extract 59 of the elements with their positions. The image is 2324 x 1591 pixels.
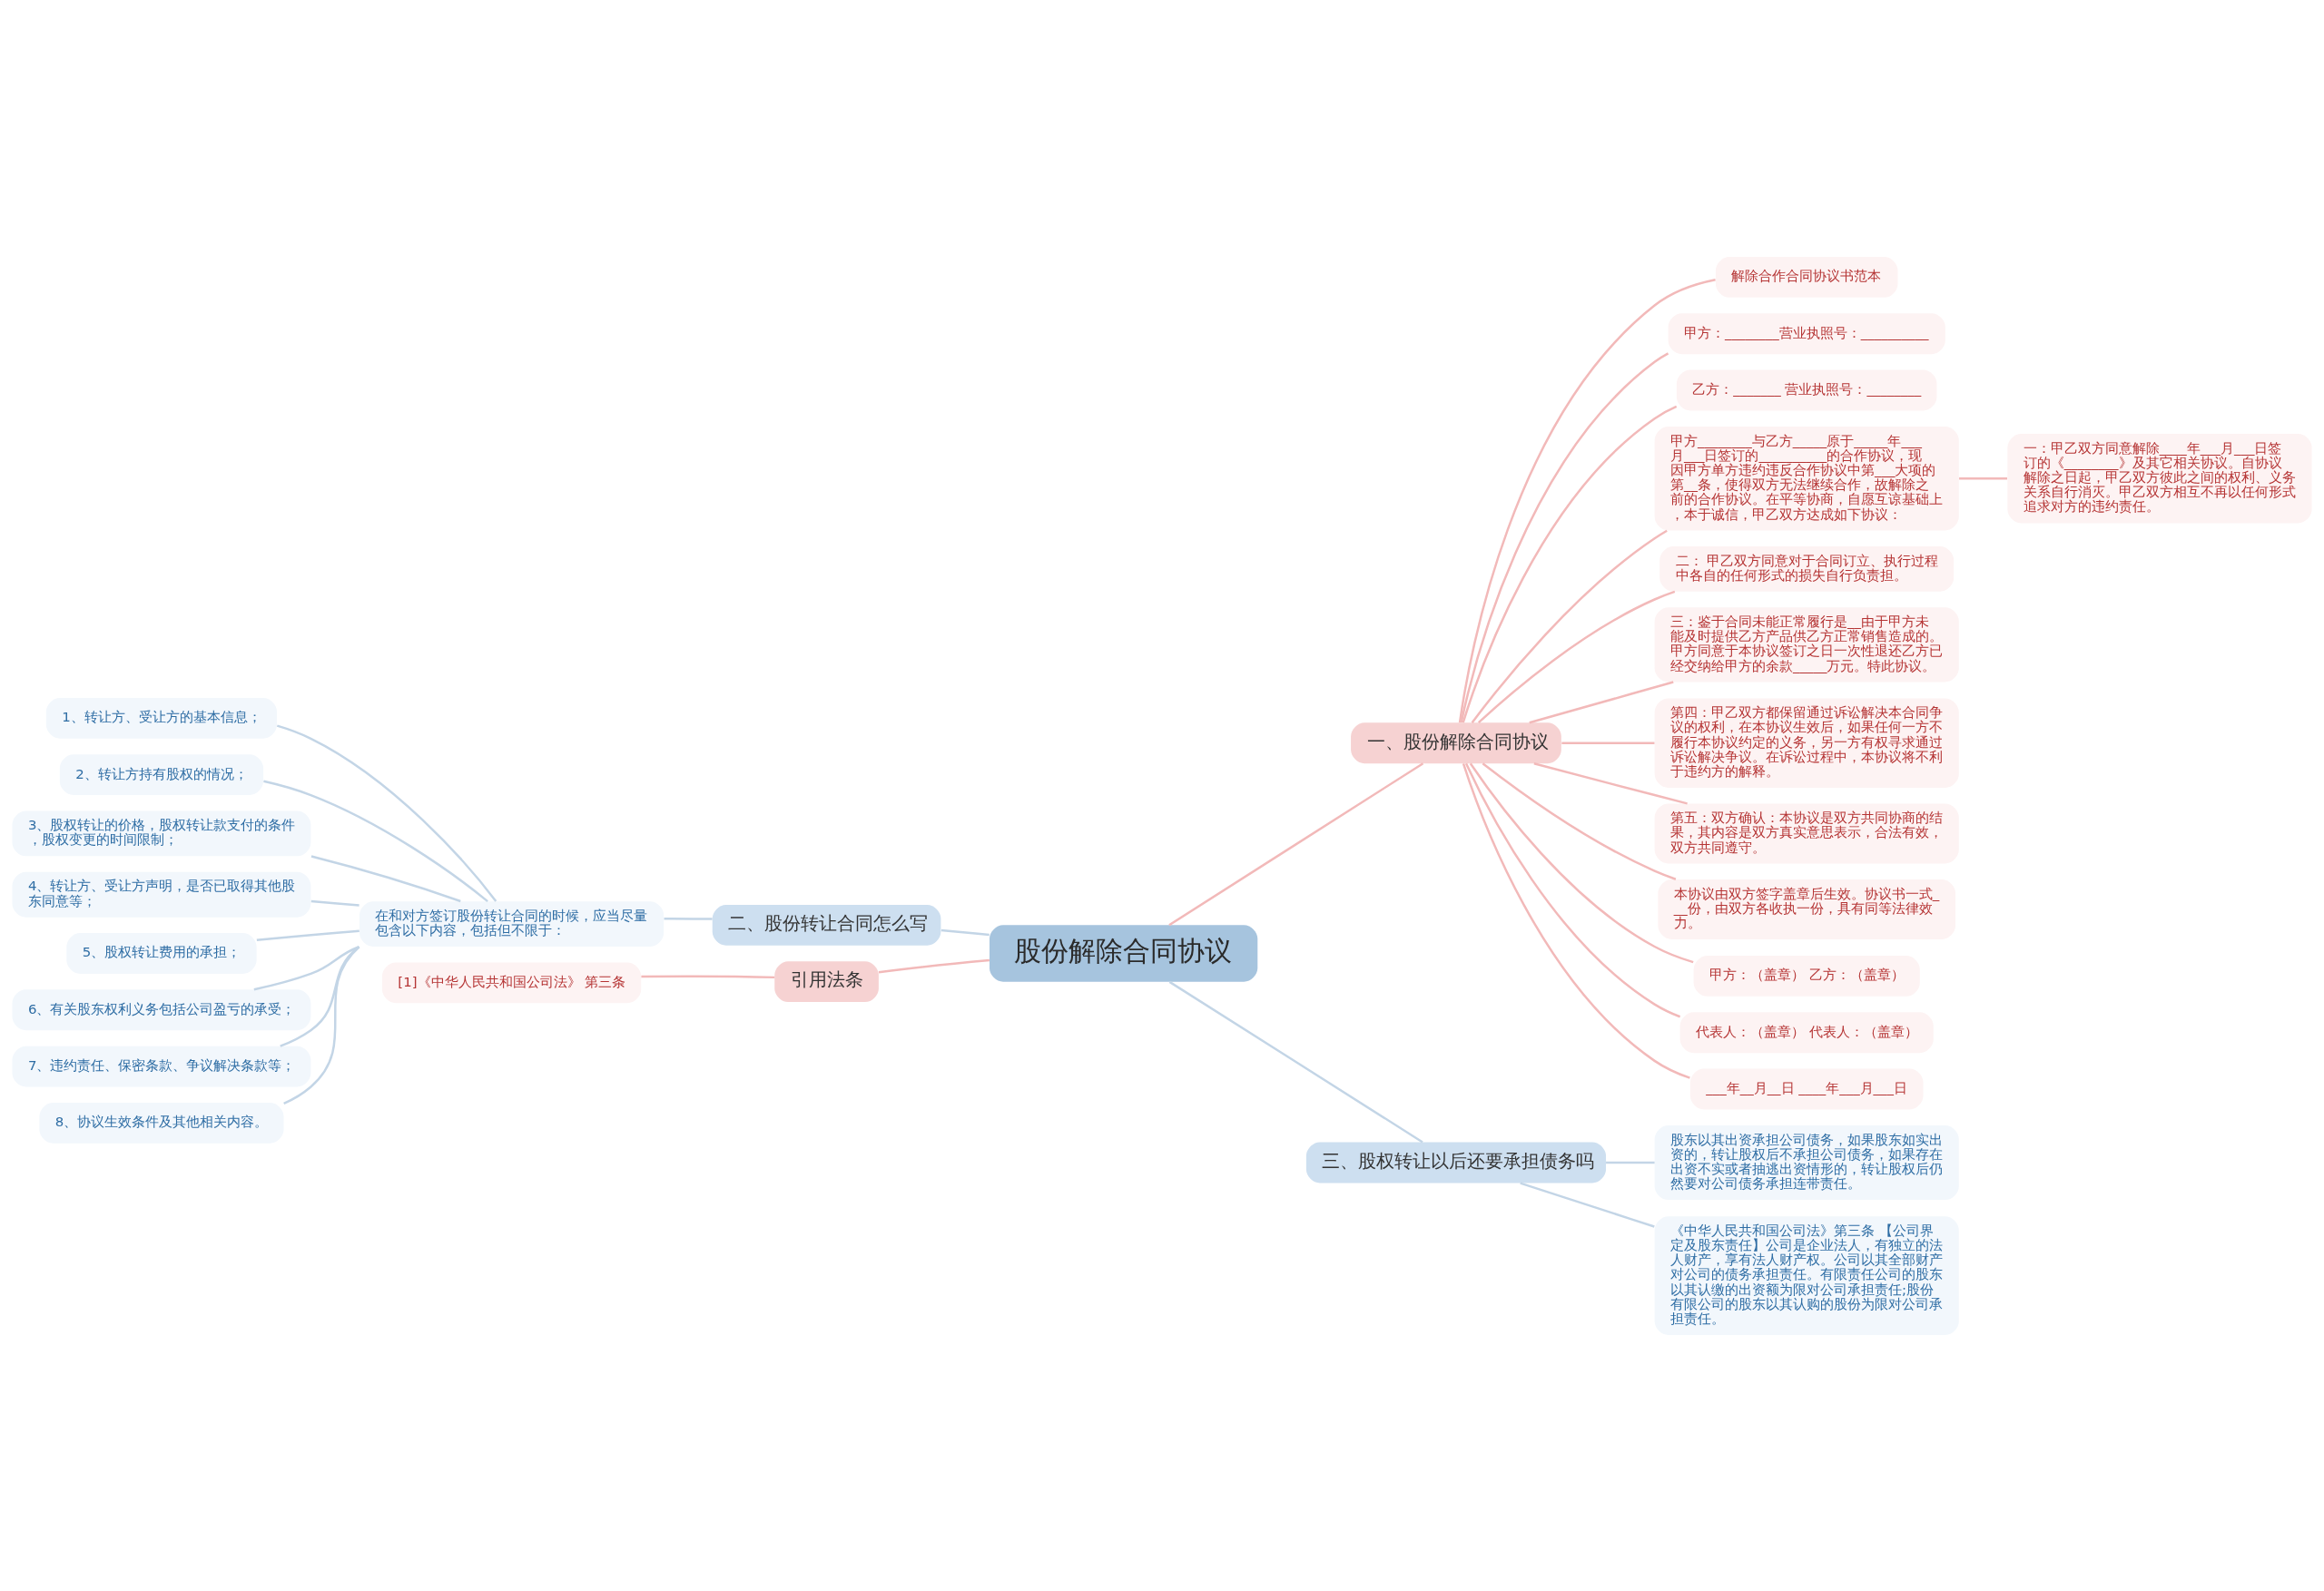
node-box: 8、协议生效条件及其他相关内容。	[39, 1102, 284, 1144]
connector	[1458, 278, 1716, 722]
connector	[253, 945, 359, 991]
connector	[878, 958, 990, 973]
node-box: 二： 甲乙双方同意对于合同订立、执行过程中各自的任何形式的损失自行负责担。	[1659, 545, 1955, 592]
connector	[1561, 741, 1655, 744]
node-box: 一、股份解除合同协议	[1351, 722, 1561, 763]
node-box: 6、有关股东权利义务包括公司盈亏的承受；	[12, 988, 311, 1030]
node-box: 2、转让方持有股权的情况；	[59, 753, 264, 795]
connector	[1959, 476, 2008, 479]
node-box: 二、股份转让合同怎么写	[712, 904, 941, 946]
connector	[1168, 980, 1423, 1143]
node-box: 第五：双方确认：本协议是双方共同协商的结果，其内容是双方真实意思表示，合法有效，双方共同遵守。	[1654, 802, 1959, 863]
node-box: 一：甲乙双方同意解除____年___月___日签订的《________》及其它相关协议。自协议解除之日起，甲乙双方彼此之间的权利、义务关系自行消灭。甲乙双方相互不再以任何形式追求对方的违约责任。	[2007, 433, 2312, 523]
connector	[1606, 1161, 1655, 1164]
connector	[940, 928, 990, 936]
node-box: 三：鉴于合同未能正常履行是__由于甲方未能及时提供乙方产品供乙方正常销售造成的。甲方同意于本协议签订之日一次性退还乙方已经交纳给甲方的余款_____万元。特此协议。	[1654, 606, 1959, 682]
node-box: ___年__月__日 ____年___月___日	[1689, 1068, 1924, 1109]
node-box: 解除合作合同协议书范本	[1715, 256, 1898, 298]
connector	[283, 945, 360, 1105]
connector	[310, 899, 359, 907]
connector	[1529, 680, 1674, 723]
connector	[1460, 351, 1669, 722]
connector	[1168, 761, 1424, 926]
node-box: 3、股权转让的价格，股权转让款支付的条件，股权变更的时间限制；	[12, 810, 311, 856]
node-box: 《中华人民共和国公司法》第三条 【公司界定及股东责任】公司是企业法人，有独立的法人财产，享有法人财产权。公司以其全部财产对公司的债务承担责任。有限责任公司的股东以其认缴的出资额为限对公司承担责任;股份有限公司的股东以其认购的股份为限对公司承担责任。	[1654, 1215, 1959, 1335]
node-box: 4、转让方、受让方声明，是否已取得其他股东同意等；	[12, 871, 311, 918]
connector	[263, 780, 488, 902]
connector	[641, 974, 775, 978]
connector	[664, 917, 713, 920]
node-box: 1、转让方、受让方的基本信息；	[45, 697, 278, 739]
connector	[310, 854, 461, 902]
node-box: 本协议由双方签字盖章后生效。协议书一式___份，由双方各收执一份，具有同等法律效力。	[1658, 879, 1956, 939]
node-box: 甲方________与乙方_____原于_____年___月___日签订的__________的合作协议，现因甲方单方违约违反合作协议中第___大项的第__条，使得双方无法继续合作，故解除之前的合作协议。在平等协商，自愿互谅基础上，本于诚信，甲乙双方达成如下协议：	[1654, 426, 1959, 530]
node-box: 代表人：（盖章） 代表人：（盖章）	[1679, 1011, 1934, 1053]
node-box: 第四：甲乙双方都保留通过诉讼解决本合同争议的权利，在本协议生效后，如果任何一方不履行本协议约定的义务，另一方有权寻求通过诉讼解决争议。在诉讼过程中，本协议将不利于违约方的解释。	[1654, 698, 1959, 788]
node-box: 三、股权转让以后还要承担债务吗	[1305, 1142, 1607, 1183]
connector	[256, 928, 359, 941]
connector	[1464, 762, 1681, 1017]
node-box: 7、违约责任、保密条款、争议解决条款等；	[12, 1046, 311, 1087]
node-box: 引用法条	[774, 960, 879, 1002]
connector	[1462, 405, 1678, 723]
connector	[1471, 529, 1668, 723]
node-box: 甲方：________营业执照号：__________	[1668, 312, 1945, 354]
node-box: 股份解除合同协议	[990, 924, 1258, 982]
connector	[1462, 762, 1690, 1079]
connector	[280, 945, 360, 1047]
connector	[1533, 761, 1688, 805]
node-box: 乙方：_______ 营业执照号：________	[1676, 369, 1937, 410]
connector	[1469, 762, 1694, 963]
node-box: 股东以其出资承担公司债务，如果股东如实出资的，转让股权后不承担公司债务，如果存在出资不实或者抽逃出资情形的，转让股权后仍然要对公司债务承担连带责任。	[1654, 1125, 1959, 1200]
node-box: 5、股权转让费用的承担；	[66, 932, 257, 974]
connector	[1477, 590, 1676, 723]
connector	[1520, 1181, 1655, 1228]
connector	[276, 723, 497, 902]
node-box: 甲方：（盖章） 乙方：（盖章）	[1693, 955, 1920, 997]
node-box: 在和对方签订股份转让合同的时候，应当尽量包含以下内容，包括但不限于：	[359, 900, 665, 947]
connector	[1482, 761, 1677, 880]
node-box: [1]《中华人民共和国公司法》 第三条	[381, 961, 642, 1003]
